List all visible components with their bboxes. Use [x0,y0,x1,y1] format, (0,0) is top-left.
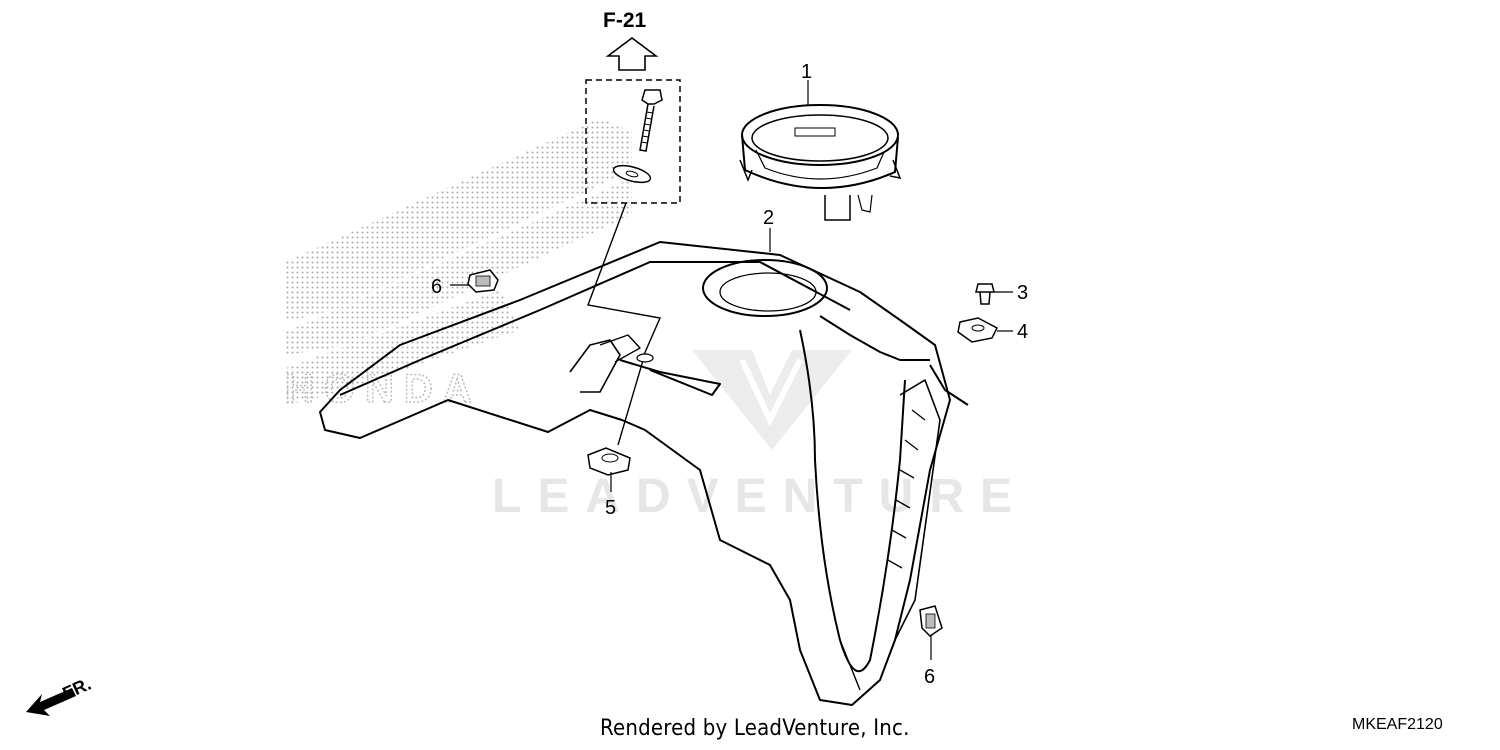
reference-label: F-21 [603,9,647,32]
callout-2: 2 [763,207,774,229]
leadventure-watermark: LEADVENTURE [492,350,1028,523]
callout-1: 1 [801,61,812,83]
part-2-tank-cover [319,241,969,706]
bolt-icon [639,89,663,152]
part-4-clip-nut [957,317,1013,343]
reference-f21: F-21 [603,9,659,71]
part-3-screw [975,283,1013,305]
honda-logo-text: HONDA [285,367,482,411]
render-credit: Rendered by LeadVenture, Inc. [600,716,910,741]
watermark-text: LEADVENTURE [492,470,1028,523]
front-arrow-icon [26,688,76,716]
up-arrow-icon [605,37,659,71]
diagram-code: MKEAF2120 [1352,716,1443,733]
bolt-washer-detail [585,79,681,204]
front-label: FR. [59,674,94,704]
honda-wing-logo: HONDA [284,118,632,412]
part-6-clip-upper [450,269,499,293]
callout-6-upper: 6 [431,276,442,298]
part-6-clip-lower [919,605,943,660]
part-1-fuel-ring [739,104,902,221]
callout-4: 4 [1017,321,1028,343]
callout-6-lower: 6 [924,666,935,688]
front-direction-indicator: FR. [26,674,94,716]
callout-5: 5 [605,497,616,519]
part-5-grommet [587,447,631,492]
callout-3: 3 [1017,282,1028,304]
